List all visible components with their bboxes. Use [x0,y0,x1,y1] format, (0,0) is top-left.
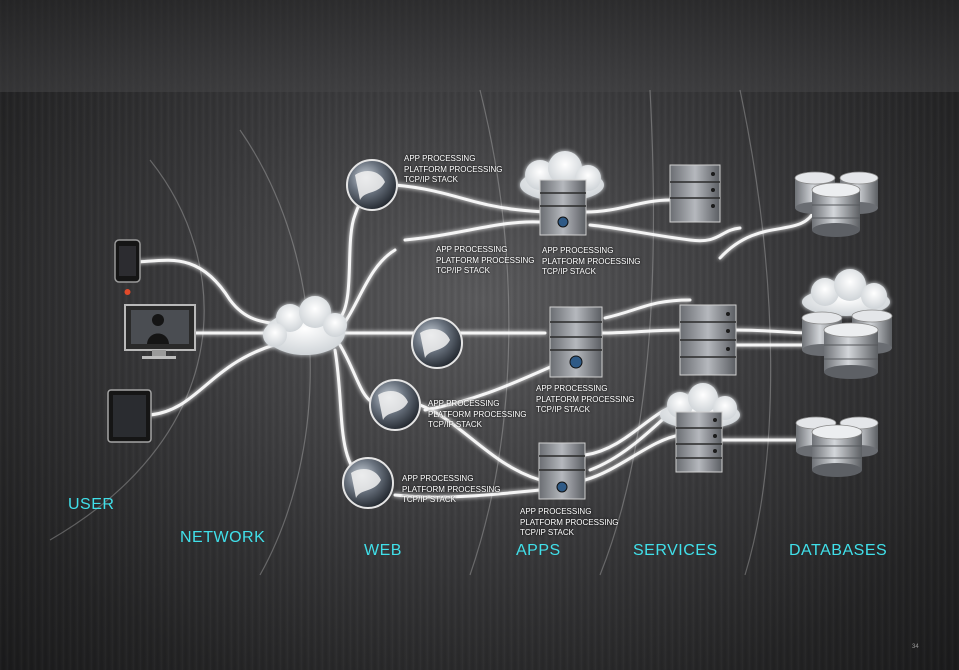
tier-label-network: NETWORK [180,529,266,546]
server-icon [669,164,721,223]
app-processing-text: APP PROCESSING [542,246,614,255]
desktop-monitor-icon [124,304,196,359]
app-processing-text: APP PROCESSING [520,507,592,516]
database-icon [794,171,879,237]
tier-label-apps: APPS [516,542,561,559]
globe-icon [369,379,421,431]
processing-stack-label: APP PROCESSING PLATFORM PROCESSING TCP/I… [436,245,535,277]
tablet-icon [107,389,152,443]
cloud-icon [802,269,890,316]
database-icon [795,416,879,477]
tcpip-stack-text: TCP/IP STACK [404,175,458,184]
tier-label-databases: DATABASES [789,542,888,559]
tcpip-stack-text: TCP/IP STACK [520,528,574,537]
tcpip-stack-text: TCP/IP STACK [436,266,490,275]
processing-stack-label: APP PROCESSING PLATFORM PROCESSING TCP/I… [536,384,635,416]
page-number: 34 [912,644,919,650]
globe-icon [346,159,398,211]
processing-stack-label: APP PROCESSING PLATFORM PROCESSING TCP/I… [542,246,641,278]
processing-stack-label: APP PROCESSING PLATFORM PROCESSING TCP/I… [428,399,527,431]
cloud-icon [263,296,347,355]
tier-label-web: WEB [364,542,402,559]
server-icon [679,304,737,376]
server-icon [538,442,586,500]
server-icon [539,179,587,236]
platform-processing-text: PLATFORM PROCESSING [520,517,619,527]
app-processing-text: APP PROCESSING [436,245,508,254]
server-icon [675,411,723,473]
tcpip-stack-text: TCP/IP STACK [428,420,482,429]
processing-stack-label: APP PROCESSING PLATFORM PROCESSING TCP/I… [520,507,619,539]
tcpip-stack-text: TCP/IP STACK [402,495,456,504]
database-icon [801,309,893,379]
tier-label-user: USER [68,496,115,513]
app-processing-text: APP PROCESSING [536,384,608,393]
tier-label-services: SERVICES [633,542,718,559]
processing-stack-label: APP PROCESSING PLATFORM PROCESSING TCP/I… [404,154,503,186]
top-band [0,0,959,92]
tcpip-stack-text: TCP/IP STACK [542,267,596,276]
server-icon [549,306,603,378]
tcpip-stack-text: TCP/IP STACK [536,405,590,414]
platform-processing-text: PLATFORM PROCESSING [436,255,535,265]
app-processing-text: APP PROCESSING [404,154,476,163]
smartphone-icon [114,239,141,295]
platform-processing-text: PLATFORM PROCESSING [542,256,641,266]
globe-icon [411,317,463,369]
platform-processing-text: PLATFORM PROCESSING [428,409,527,419]
platform-processing-text: PLATFORM PROCESSING [536,394,635,404]
app-processing-text: APP PROCESSING [428,399,500,408]
platform-processing-text: PLATFORM PROCESSING [404,164,503,174]
app-processing-text: APP PROCESSING [402,474,474,483]
platform-processing-text: PLATFORM PROCESSING [402,484,501,494]
processing-stack-label: APP PROCESSING PLATFORM PROCESSING TCP/I… [402,474,501,506]
globe-icon [342,457,394,509]
